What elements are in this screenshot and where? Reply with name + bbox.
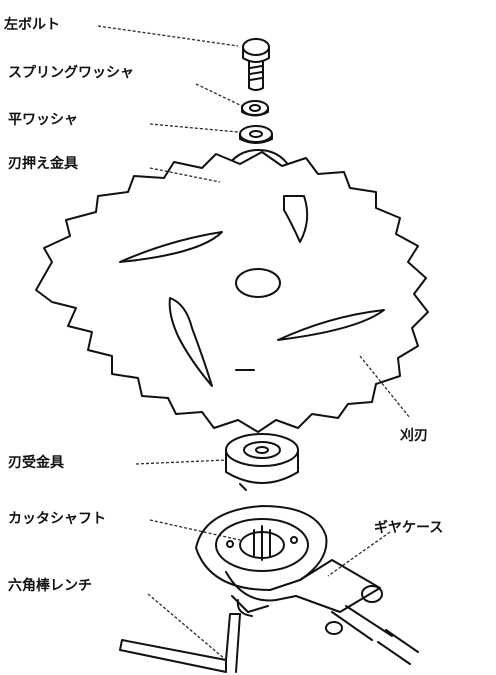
leader-cutter-shaft: [149, 519, 241, 541]
hex-wrench-part: [119, 613, 241, 673]
label-flat-washer: 平ワッシャ: [8, 112, 78, 128]
spring-washer-part: [241, 100, 269, 117]
leader-blade-holder: [149, 167, 221, 183]
bolt-part: [242, 38, 270, 91]
flat-washer-part: [239, 125, 273, 144]
gear-case-part: [195, 505, 419, 665]
leader-flat-washer: [149, 123, 239, 133]
blade-receiver-part: [225, 433, 299, 491]
label-cutting-blade: 刈刃: [400, 428, 428, 444]
leader-spring-washer: [195, 83, 243, 107]
label-cutter-shaft: カッタシャフト: [8, 511, 106, 527]
label-hex-wrench: 六角棒レンチ: [8, 578, 92, 594]
leader-gear-case: [327, 531, 391, 577]
leader-hex-wrench: [147, 593, 227, 661]
label-blade-receiver: 刃受金具: [8, 455, 64, 471]
leader-left-bolt: [97, 25, 239, 47]
label-left-bolt: 左ボルト: [4, 17, 60, 33]
leader-blade-receiver: [135, 459, 227, 465]
leader-cutting-blade: [359, 355, 411, 419]
label-blade-holder: 刃押え金具: [8, 156, 78, 172]
label-gear-case: ギヤケース: [374, 520, 444, 536]
label-spring-washer: スプリングワッシャ: [8, 65, 134, 81]
blade-part: [35, 151, 429, 433]
